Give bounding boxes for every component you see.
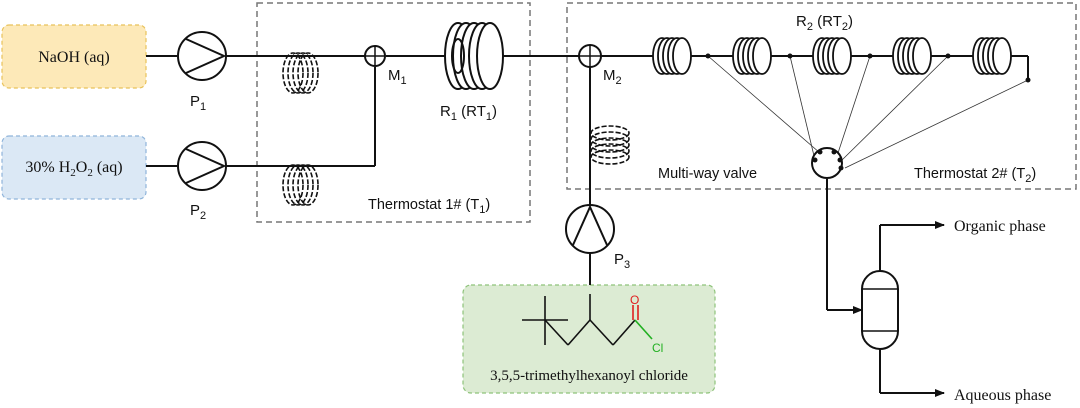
pump-p3-icon	[565, 204, 615, 254]
flow-lines	[146, 55, 1029, 397]
chloride-molecule-icon	[522, 294, 653, 346]
naoh-feed-label: NaOH (aq)	[38, 49, 110, 66]
thermostat-1-label: Thermostat 1# (T1)	[368, 197, 490, 216]
reactor-r2-coil-3-icon	[812, 37, 852, 75]
organic-phase-label: Organic phase	[954, 218, 1046, 235]
valve-spokes	[707, 55, 1029, 169]
molecule-oxygen-atom: O	[630, 293, 639, 307]
h2o2-feed-label: 30% H2O2 (aq)	[25, 159, 122, 179]
valve-label: Multi-way valve	[658, 166, 757, 182]
reactor-r2-coil-4-icon	[892, 37, 932, 75]
pump-p2-label: P2	[190, 202, 206, 222]
phase-separator-icon	[861, 270, 899, 350]
multi-way-valve-icon	[811, 147, 844, 179]
thermostat-2-box	[566, 2, 1077, 190]
reactor-r2-coil-5-icon	[972, 37, 1012, 75]
reactor-r2-label: R2 (RT2)	[796, 13, 853, 33]
mixer-m2-label: M2	[603, 67, 622, 87]
pump-p1-label: P1	[190, 93, 206, 113]
thermostat-2-label: Thermostat 2# (T2)	[914, 166, 1036, 185]
reactor-r1-label: R1 (RT1)	[440, 103, 497, 123]
pump-p3-label: P3	[614, 251, 630, 271]
mixer-m1-label: M1	[388, 67, 407, 87]
reactor-r2-coil-2-icon	[732, 37, 772, 75]
reactor-r1-coil-icon	[444, 22, 504, 90]
h2o2-feed-box	[1, 135, 147, 200]
precool-coil-1-icon	[282, 52, 319, 94]
precool-coil-2-icon	[282, 164, 319, 206]
aqueous-phase-label: Aqueous phase	[954, 387, 1051, 404]
chloride-feed-label: 3,5,5-trimethylhexanoyl chloride	[490, 368, 688, 384]
chloride-feed-box	[462, 284, 716, 394]
pump-p1-icon	[177, 31, 227, 81]
naoh-feed-box	[1, 24, 147, 89]
junction-dots	[705, 53, 1031, 83]
precool-coil-3-icon	[590, 125, 630, 165]
thermostat-1-box	[256, 2, 531, 223]
molecule-chlorine-atom: Cl	[652, 341, 663, 355]
pump-p2-icon	[177, 141, 227, 191]
reactor-r2-coil-1-icon	[652, 37, 692, 75]
